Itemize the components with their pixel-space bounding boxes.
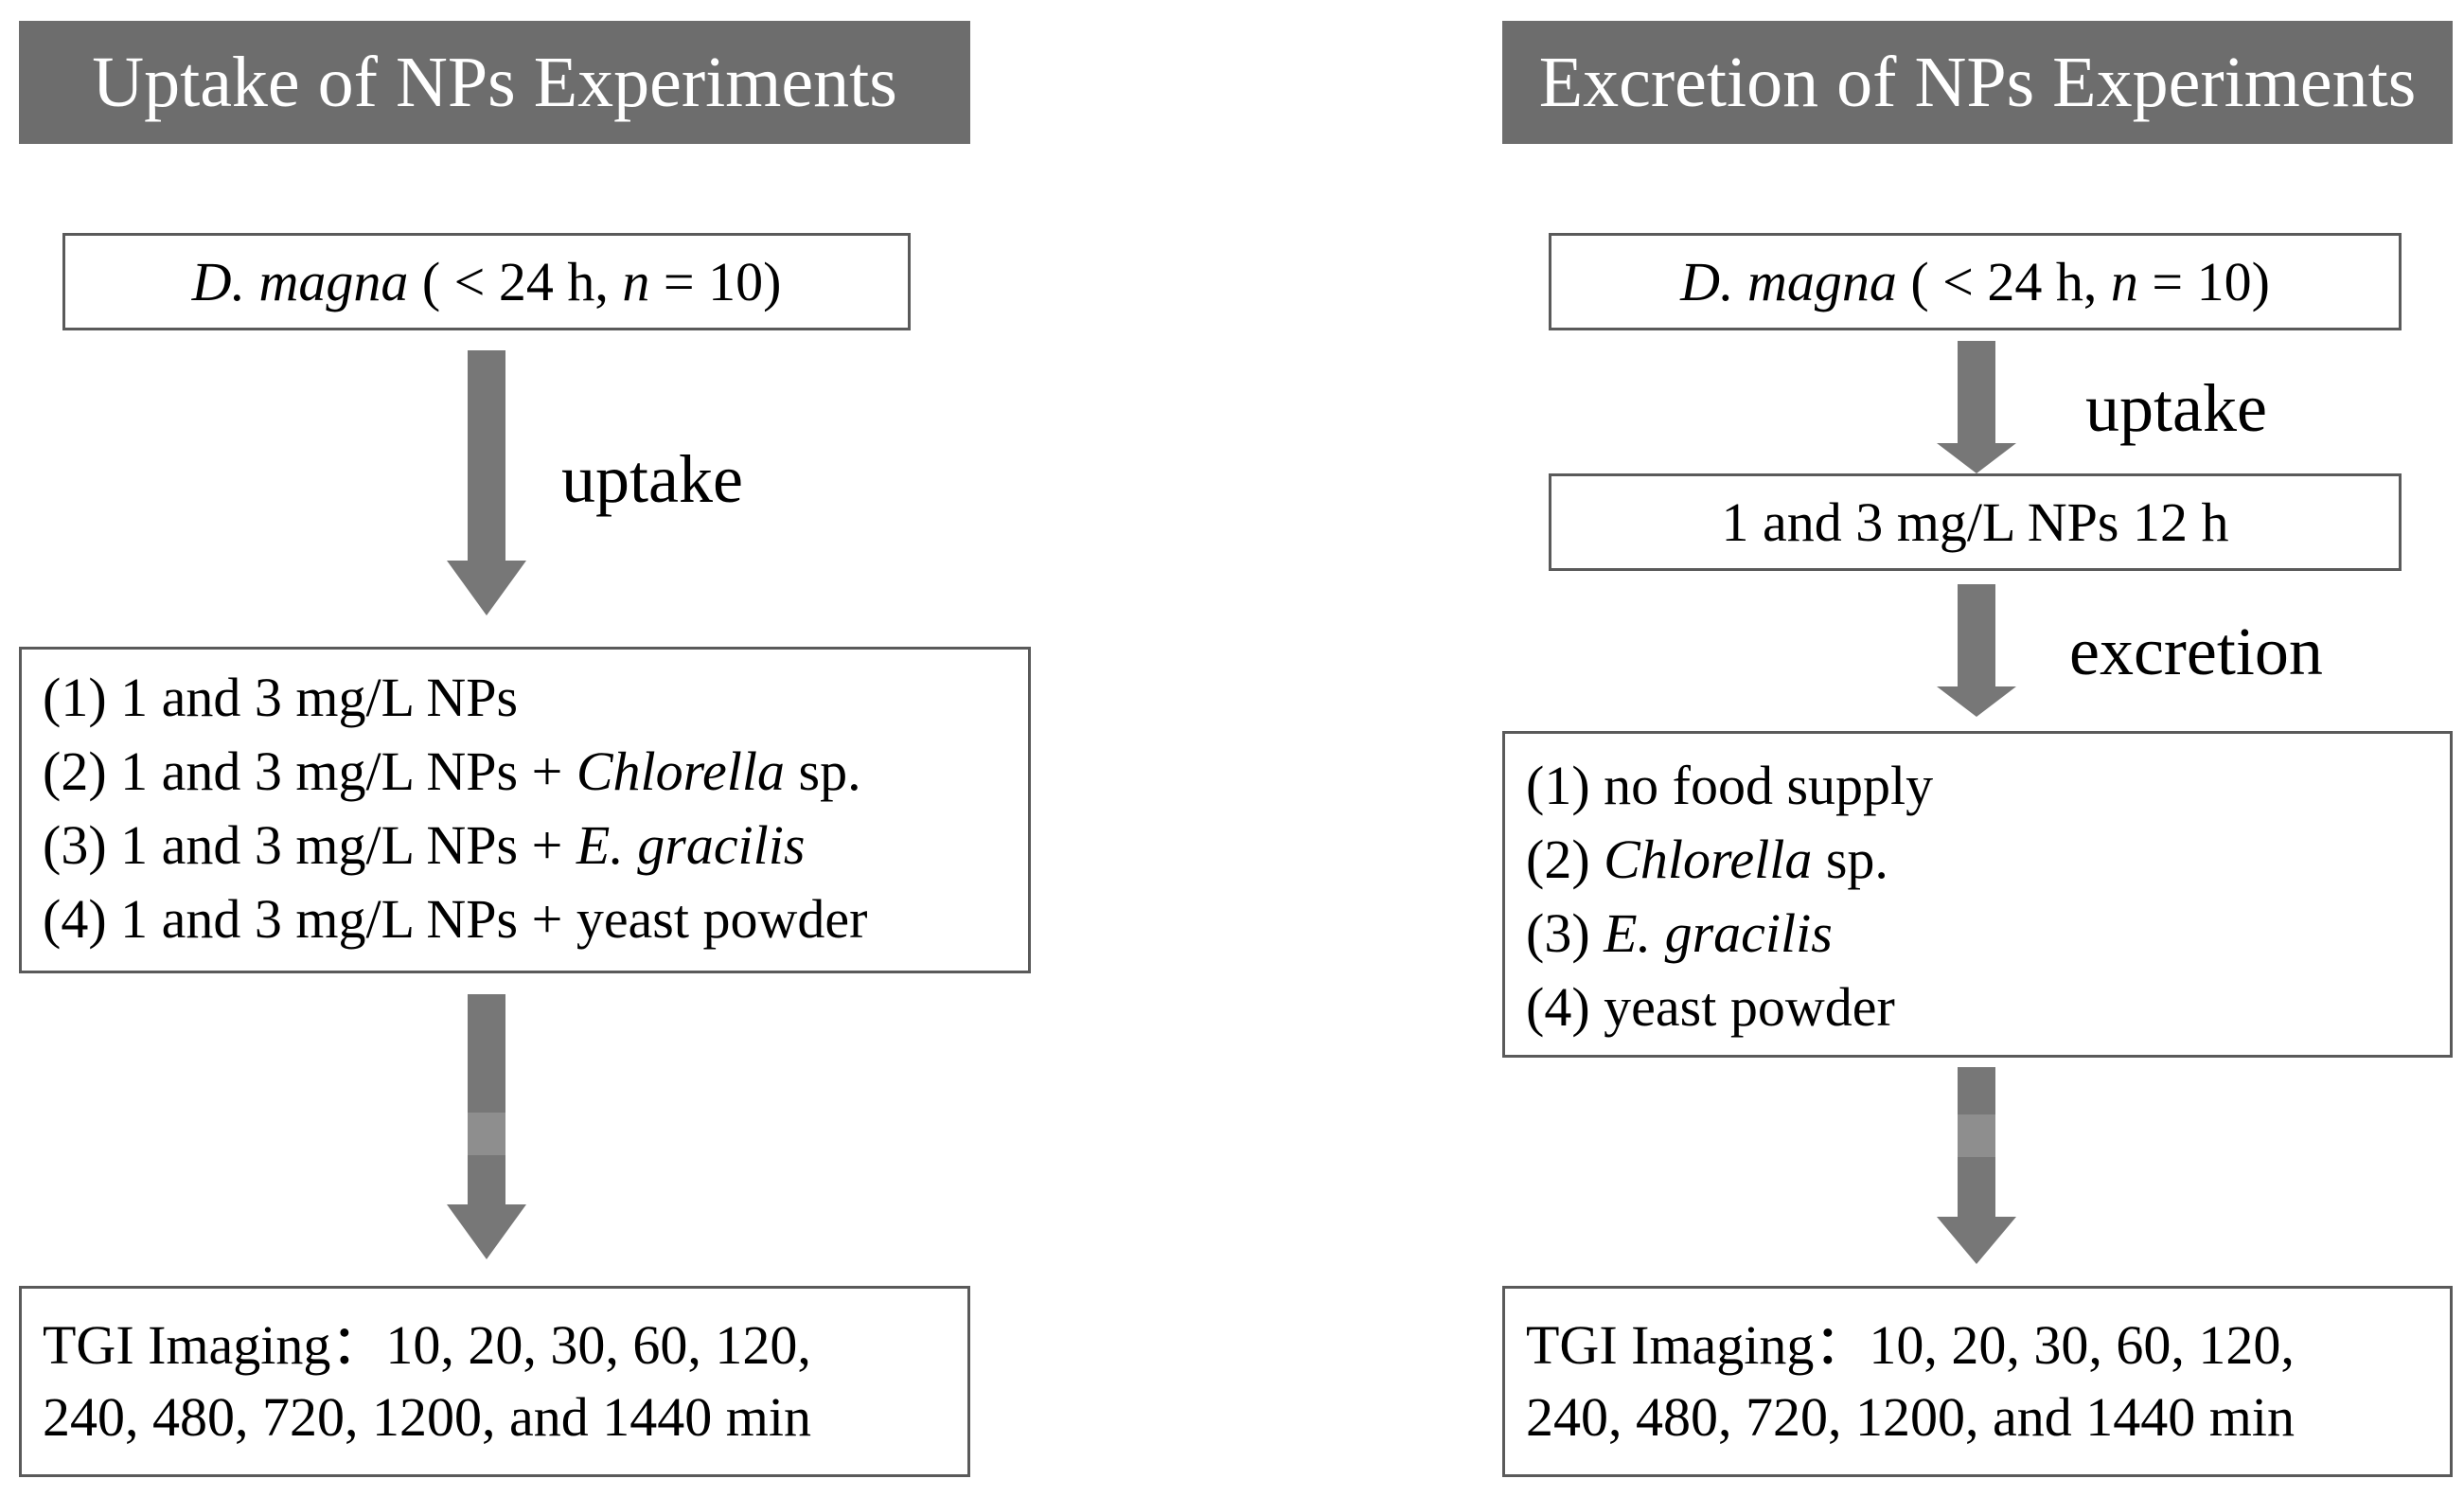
right-treatment-box: (1) no food supply (2) Chlorella sp. (3)… [1502, 731, 2453, 1058]
left-treatment-4: (4) 1 and 3 mg/L NPs + yeast powder [43, 888, 868, 950]
left-uptake-label: uptake [561, 441, 743, 517]
left-uptake-arrow [447, 350, 526, 615]
right-exposure-box: 1 and 3 mg/L NPs 12 h [1549, 473, 2402, 571]
left-imaging-box: TGI Imaging：10, 20, 30, 60, 120, 240, 48… [19, 1286, 970, 1477]
right-imaging-arrow [1937, 1067, 2016, 1266]
right-header-title: Excretion of NPs Experiments [1538, 43, 2417, 122]
right-imaging-line-2: 240, 480, 720, 1200, and 1440 min [1526, 1386, 2295, 1448]
left-imaging-arrow [447, 994, 526, 1259]
right-excretion-label: excretion [2069, 614, 2323, 689]
right-imaging-box: TGI Imaging：10, 20, 30, 60, 120, 240, 48… [1502, 1286, 2453, 1477]
right-treatment-3: (3) E. gracilis [1526, 902, 1833, 964]
left-imaging-line-1: TGI Imaging：10, 20, 30, 60, 120, [43, 1314, 811, 1376]
left-header: Uptake of NPs Experiments [19, 21, 970, 144]
right-imaging-line-1: TGI Imaging：10, 20, 30, 60, 120, [1526, 1314, 2295, 1376]
left-treatment-3: (3) 1 and 3 mg/L NPs + E. gracilis [43, 814, 806, 876]
right-treatment-2: (2) Chlorella sp. [1526, 829, 1888, 890]
right-uptake-label: uptake [2085, 370, 2267, 446]
left-treatment-2: (2) 1 and 3 mg/L NPs + Chlorella sp. [43, 740, 861, 802]
left-organism-box: D. magna ( < 24 h, n = 10) [62, 233, 911, 330]
right-treatment-1: (1) no food supply [1526, 755, 1934, 816]
right-treatment-4: (4) yeast powder [1526, 976, 1895, 1038]
left-treatment-box: (1) 1 and 3 mg/L NPs (2) 1 and 3 mg/L NP… [19, 647, 1031, 973]
right-organism-box: D. magna ( < 24 h, n = 10) [1549, 233, 2402, 330]
left-treatment-1: (1) 1 and 3 mg/L NPs [43, 667, 519, 728]
left-imaging-line-2: 240, 480, 720, 1200, and 1440 min [43, 1386, 811, 1448]
right-organism-label: D. magna ( < 24 h, n = 10) [1680, 251, 2270, 312]
right-uptake-arrow [1937, 341, 2016, 473]
right-header: Excretion of NPs Experiments [1502, 21, 2453, 144]
right-exposure-label: 1 and 3 mg/L NPs 12 h [1721, 491, 2229, 553]
right-excretion-arrow [1937, 584, 2016, 717]
left-header-title: Uptake of NPs Experiments [92, 43, 897, 122]
left-organism-label: D. magna ( < 24 h, n = 10) [191, 251, 782, 312]
